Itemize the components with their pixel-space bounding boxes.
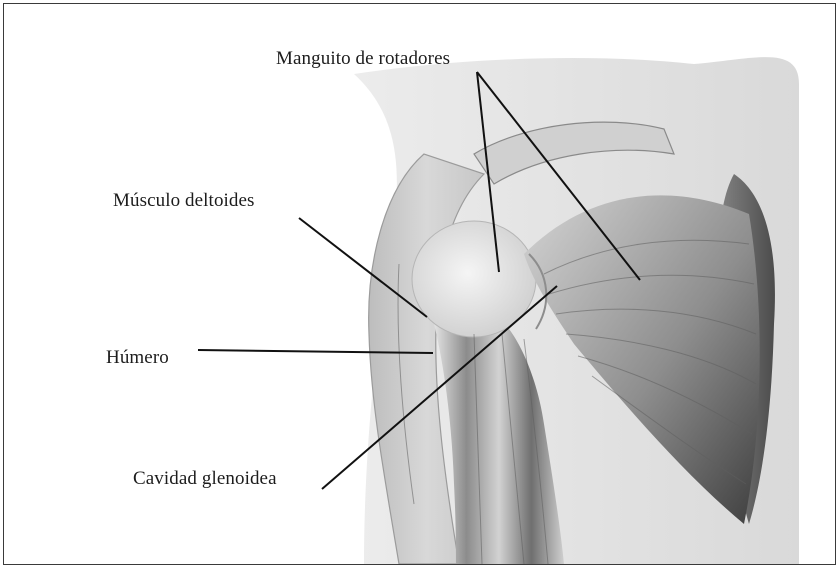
label-glenoid: Cavidad glenoidea — [133, 468, 277, 490]
label-rotator-cuff: Manguito de rotadores — [276, 48, 450, 70]
label-humerus: Húmero — [106, 347, 169, 369]
label-deltoid: Músculo deltoides — [113, 190, 255, 212]
shoulder-anatomy-illustration — [4, 4, 835, 564]
figure-frame: Manguito de rotadores Músculo deltoides … — [3, 3, 836, 565]
